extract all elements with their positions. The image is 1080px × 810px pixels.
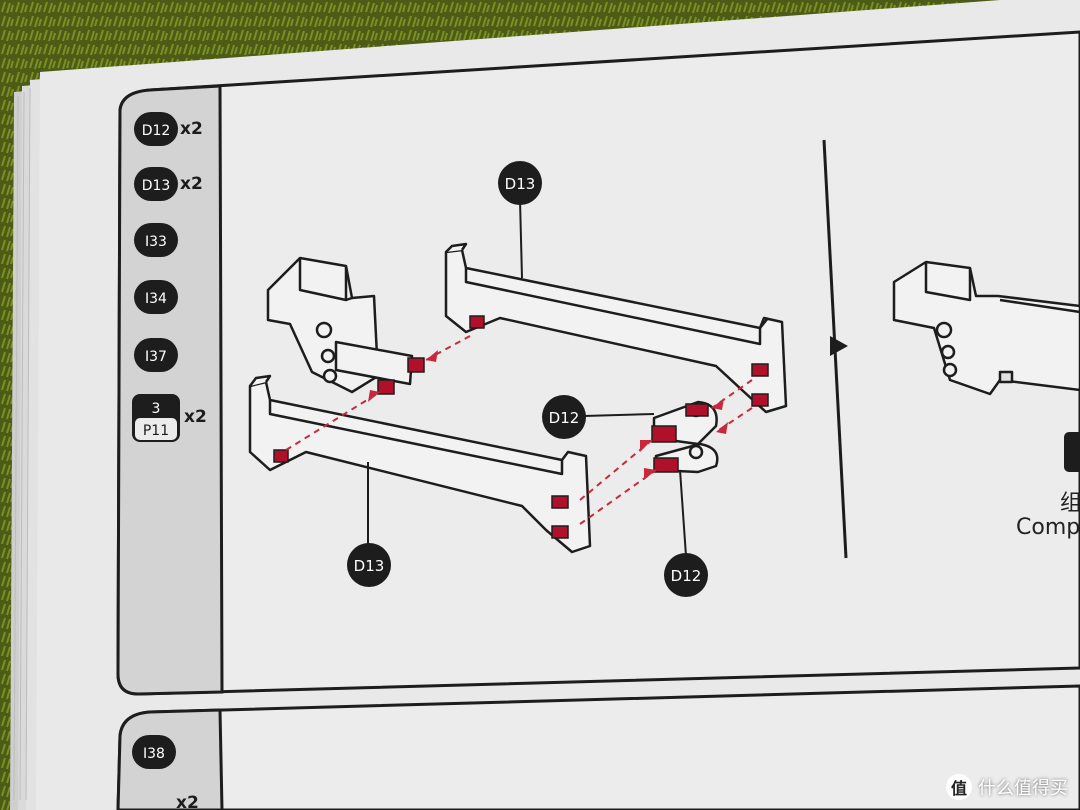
part-badge-i37: I37	[134, 338, 178, 372]
callout-d12-lower: D12	[664, 553, 708, 597]
callout-lines	[367, 199, 687, 557]
svg-text:D13: D13	[142, 178, 171, 194]
bottom-frame-part	[248, 380, 592, 554]
svg-text:P11: P11	[143, 423, 169, 439]
svg-text:D12: D12	[549, 409, 580, 427]
svg-text:Comp: Comp	[1016, 515, 1080, 540]
completed-assembly-preview	[892, 260, 1080, 396]
svg-text:I38: I38	[143, 746, 165, 762]
svg-text:x2: x2	[180, 119, 203, 139]
part-badge-d13: D13 x2	[134, 167, 203, 201]
svg-text:I34: I34	[145, 291, 167, 307]
callout-d13-bottom: D13	[347, 543, 391, 587]
svg-text:D13: D13	[505, 175, 536, 193]
arrow-heads	[368, 350, 728, 480]
step-label-tab	[1064, 432, 1080, 472]
parts-list: D12 x2 D13 x2 I33 I34 I37 3 P11 x2	[132, 112, 207, 810]
part-badge-i38: I38 x2	[132, 735, 199, 810]
peg-markers	[273, 315, 769, 539]
callout-d12-upper: D12	[542, 395, 586, 439]
top-frame-part	[444, 248, 788, 414]
svg-text:I33: I33	[145, 234, 167, 250]
svg-text:D12: D12	[142, 123, 171, 139]
svg-text:D13: D13	[354, 557, 385, 575]
part-badge-i33: I33	[134, 223, 178, 257]
watermark-logo-icon: 值	[946, 774, 972, 800]
assembly-illustration	[248, 242, 788, 554]
part-badge-d12: D12 x2	[134, 112, 203, 146]
step-panel	[116, 30, 1080, 696]
svg-text:x2: x2	[180, 174, 203, 194]
svg-text:D12: D12	[671, 567, 702, 585]
callout-d13-top: D13	[498, 161, 542, 205]
svg-text:3: 3	[152, 401, 161, 417]
svg-text:x2: x2	[176, 793, 199, 810]
svg-text:I37: I37	[145, 349, 167, 365]
svg-text:组: 组	[1060, 491, 1080, 516]
part-badge-i34: I34	[134, 280, 178, 314]
svg-text:x2: x2	[184, 407, 207, 427]
part-badge-p11: 3 P11 x2	[132, 394, 207, 442]
watermark-text: 什么值得买	[978, 778, 1068, 799]
next-arrow-icon	[830, 336, 848, 356]
watermark: 值 什么值得买	[946, 774, 1068, 800]
